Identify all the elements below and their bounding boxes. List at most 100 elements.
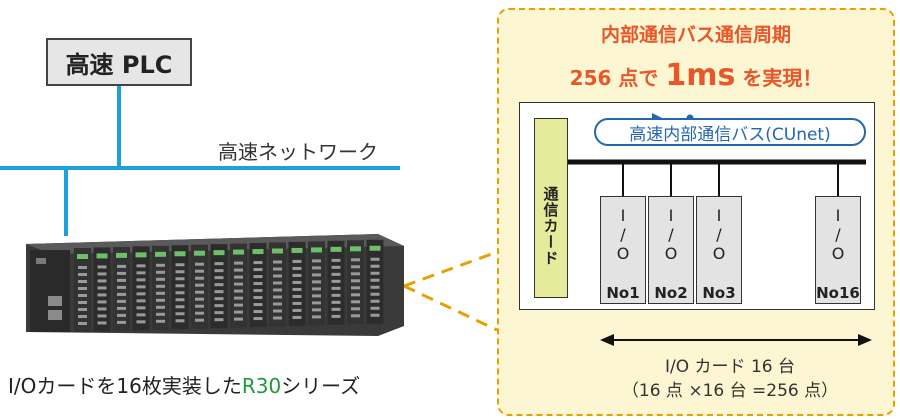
io-module-terminal (156, 263, 165, 267)
io-module-terminal (370, 285, 380, 289)
io-module-terminal (78, 287, 87, 290)
io-module-terminal (370, 257, 380, 261)
io-card-1-no: No1 (606, 284, 640, 302)
io-module-terminal (156, 277, 165, 281)
io-module-terminal (253, 310, 263, 314)
io-module-terminal (175, 284, 185, 288)
io-module-led (369, 245, 381, 251)
io-module-terminal (273, 309, 282, 313)
io-card-16-no: No16 (816, 284, 860, 302)
io-module-terminal (370, 271, 380, 275)
io-module-led (350, 246, 361, 252)
io-module-terminal (195, 311, 204, 315)
io-module-terminal (175, 305, 185, 309)
io-module-terminal (214, 290, 224, 294)
network-label: 高速ネットワーク (218, 140, 378, 164)
io-card-text: O (616, 244, 630, 263)
io-module-terminal (292, 259, 302, 263)
io-module-terminal (97, 279, 107, 283)
io-module-terminal (292, 301, 302, 305)
io-module-led (291, 247, 303, 253)
io-module-terminal (292, 273, 302, 277)
io-module-terminal (175, 277, 185, 281)
io-module-terminal (370, 306, 380, 310)
io-module-terminal (292, 315, 302, 319)
io-module-terminal (331, 307, 341, 311)
io-module-terminal (234, 261, 243, 265)
io-module-terminal (273, 316, 282, 320)
io-module-terminal (351, 272, 360, 276)
io-module-terminal (195, 262, 204, 266)
io-module-terminal (292, 280, 302, 284)
io-module-terminal (117, 313, 126, 317)
io-module-terminal (331, 258, 341, 262)
io-card-1 (600, 196, 646, 304)
io-module-terminal (195, 318, 204, 322)
io-module-terminal (175, 312, 185, 316)
io-module-terminal (351, 314, 360, 318)
io-module-led (174, 251, 186, 257)
io-module-terminal (312, 273, 321, 277)
io-module-terminal (253, 282, 263, 286)
io-module-terminal (234, 275, 243, 279)
io-module-terminal (234, 296, 243, 300)
io-module-terminal (292, 308, 302, 312)
panel-sub-prefix: 256 点で (569, 66, 666, 90)
io-module (191, 244, 208, 329)
io-module-terminal (253, 289, 263, 293)
io-card-text: O (664, 244, 678, 263)
io-module-terminal (97, 321, 107, 325)
io-module-led (252, 249, 264, 255)
io-module-terminal (292, 266, 302, 270)
io-card-3-text: I / O (696, 206, 742, 263)
io-module-terminal (234, 282, 243, 286)
io-module-terminal (312, 301, 321, 305)
io-module-terminal (351, 286, 360, 290)
io-module-terminal (97, 307, 107, 311)
io-module-terminal (234, 310, 243, 314)
io-count-label: I/O カード 16 台 (665, 357, 795, 377)
io-module-terminal (195, 276, 204, 280)
io-module-terminal (234, 303, 243, 307)
io-module-terminal (156, 291, 165, 295)
io-module-terminal (312, 280, 321, 284)
io-module-terminal (351, 307, 360, 311)
io-module-terminal (253, 268, 263, 272)
io-module-terminal (97, 300, 107, 304)
io-module-terminal (97, 286, 107, 290)
io-card-text: I (835, 206, 841, 225)
plc-label: 高速 PLC (65, 50, 173, 79)
io-card-3-no: No3 (702, 284, 736, 302)
io-module-led (194, 250, 205, 256)
io-module-terminal (370, 313, 380, 317)
io-module-terminal (136, 320, 146, 324)
io-module-terminal (312, 294, 321, 298)
io-module-terminal (117, 271, 126, 275)
r30-rack-illustration (26, 234, 404, 336)
io-module-led (233, 249, 244, 255)
io-module-terminal (156, 312, 165, 316)
io-module-terminal (234, 317, 243, 321)
io-module-led (77, 254, 88, 259)
io-module-terminal (156, 284, 165, 288)
caption-suffix: シリーズ (281, 374, 361, 398)
io-module-terminal (370, 299, 380, 303)
io-module-terminal (331, 265, 341, 269)
io-module-led (116, 252, 127, 258)
power-port-2 (48, 310, 62, 320)
io-module-terminal (117, 292, 126, 296)
panel-subtitle: 256 点で 1ms を実現！ (497, 58, 895, 93)
caption-prefix: I/Oカードを16枚実装した (8, 374, 242, 398)
io-module-terminal (331, 293, 341, 297)
io-module-terminal (117, 278, 126, 282)
plc-box: 高速 PLC (46, 38, 192, 86)
io-module-terminal (175, 270, 185, 274)
io-module-terminal (351, 293, 360, 297)
io-module-terminal (214, 262, 224, 266)
io-module-terminal (136, 292, 146, 296)
io-module-terminal (97, 272, 107, 276)
io-module (93, 247, 111, 332)
io-module-terminal (136, 278, 146, 282)
io-module-led (213, 250, 225, 256)
panel-title: 内部通信バス通信周期 (600, 24, 791, 46)
